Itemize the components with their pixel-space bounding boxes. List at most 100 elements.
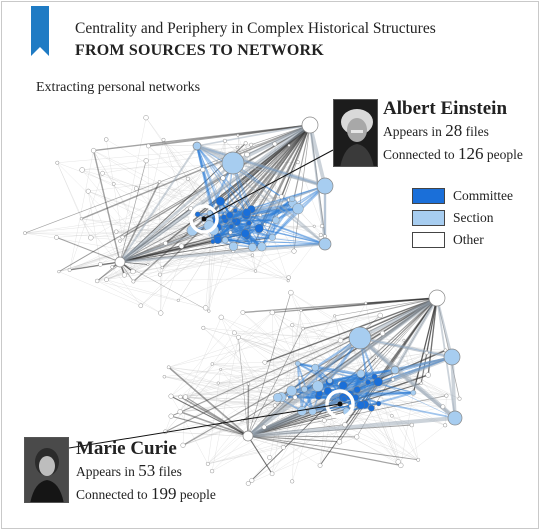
edge bbox=[207, 411, 313, 465]
other-node bbox=[157, 180, 162, 184]
edge bbox=[352, 345, 402, 466]
other-node bbox=[301, 326, 305, 331]
other-node bbox=[236, 133, 240, 137]
other-node bbox=[188, 206, 194, 211]
committee-node bbox=[254, 223, 264, 233]
other-node bbox=[120, 235, 125, 240]
other-node bbox=[286, 275, 291, 280]
edge bbox=[211, 337, 239, 472]
edge bbox=[217, 239, 326, 245]
other-node bbox=[219, 367, 223, 371]
edge bbox=[283, 340, 341, 448]
edge bbox=[291, 369, 396, 392]
edge bbox=[292, 124, 311, 204]
other-node bbox=[290, 323, 295, 328]
page-title: Centrality and Periphery in Complex Hist… bbox=[75, 20, 436, 37]
edge bbox=[312, 411, 419, 461]
edge bbox=[274, 143, 277, 221]
edge bbox=[106, 232, 231, 280]
edge bbox=[182, 297, 438, 446]
edge bbox=[365, 297, 438, 304]
edge bbox=[246, 198, 293, 237]
other-node bbox=[263, 222, 267, 226]
edge bbox=[283, 409, 314, 448]
edge bbox=[400, 392, 414, 466]
edge bbox=[97, 245, 182, 282]
edge bbox=[217, 221, 238, 238]
edge bbox=[275, 199, 290, 221]
edge bbox=[275, 124, 311, 221]
section-node bbox=[289, 195, 296, 202]
section-swatch bbox=[412, 210, 445, 226]
edge bbox=[92, 150, 121, 263]
edge bbox=[229, 214, 326, 245]
edge bbox=[90, 237, 166, 244]
connections-stat: Connected to 126 people bbox=[383, 144, 523, 163]
edge bbox=[217, 222, 250, 238]
other-node bbox=[54, 235, 59, 240]
edge bbox=[220, 363, 298, 370]
edge bbox=[247, 435, 401, 467]
committee-node bbox=[194, 211, 201, 218]
edge bbox=[272, 312, 276, 406]
connections-stat: Connected to 199 people bbox=[76, 484, 216, 503]
edge bbox=[394, 368, 456, 420]
edge bbox=[238, 337, 446, 426]
edge bbox=[329, 379, 369, 384]
edge bbox=[57, 162, 163, 268]
other-node bbox=[182, 394, 189, 400]
edge bbox=[136, 188, 182, 247]
section-hub-node bbox=[318, 237, 332, 251]
other-node bbox=[444, 393, 449, 398]
edge bbox=[314, 367, 329, 392]
edge bbox=[187, 178, 265, 225]
other-node bbox=[79, 217, 83, 221]
section-node bbox=[308, 407, 317, 416]
other-node bbox=[130, 268, 136, 275]
edge bbox=[93, 124, 311, 152]
edge bbox=[246, 296, 439, 438]
section-hub-node bbox=[447, 410, 463, 426]
edge bbox=[234, 332, 305, 390]
edge bbox=[168, 324, 293, 368]
person-name: Marie Curie bbox=[76, 438, 177, 459]
other-node bbox=[200, 167, 206, 173]
edge bbox=[207, 406, 443, 465]
other-node bbox=[245, 481, 251, 486]
edge bbox=[119, 162, 234, 263]
other-node bbox=[342, 422, 348, 428]
other-node bbox=[168, 393, 174, 399]
other-hub-node bbox=[242, 430, 254, 442]
other-node bbox=[278, 194, 284, 200]
other-node bbox=[296, 160, 300, 165]
section-node bbox=[286, 385, 297, 397]
edge bbox=[133, 277, 289, 282]
other-node bbox=[160, 265, 164, 270]
edge bbox=[88, 191, 256, 272]
other-node bbox=[319, 224, 325, 229]
other-node bbox=[111, 182, 116, 186]
committee-node bbox=[338, 381, 348, 390]
section-hub-node bbox=[390, 365, 400, 375]
other-node bbox=[79, 167, 85, 173]
edge bbox=[291, 367, 316, 392]
edge bbox=[292, 203, 295, 252]
edge bbox=[275, 185, 326, 221]
edge bbox=[339, 297, 438, 443]
edge bbox=[293, 124, 311, 252]
files-stat: Appears in 53 files bbox=[76, 461, 182, 480]
edge bbox=[165, 369, 221, 432]
other-node bbox=[118, 239, 122, 243]
other-node bbox=[235, 145, 239, 149]
edge bbox=[355, 340, 405, 398]
edge bbox=[348, 391, 414, 399]
edge bbox=[171, 331, 365, 417]
edge bbox=[170, 390, 292, 397]
section-node bbox=[272, 216, 280, 224]
other-node bbox=[290, 479, 295, 484]
edge bbox=[119, 239, 218, 263]
committee-node bbox=[232, 208, 238, 213]
person-name: Albert Einstein bbox=[383, 98, 508, 119]
other-node bbox=[180, 442, 186, 448]
section-node bbox=[410, 389, 417, 396]
